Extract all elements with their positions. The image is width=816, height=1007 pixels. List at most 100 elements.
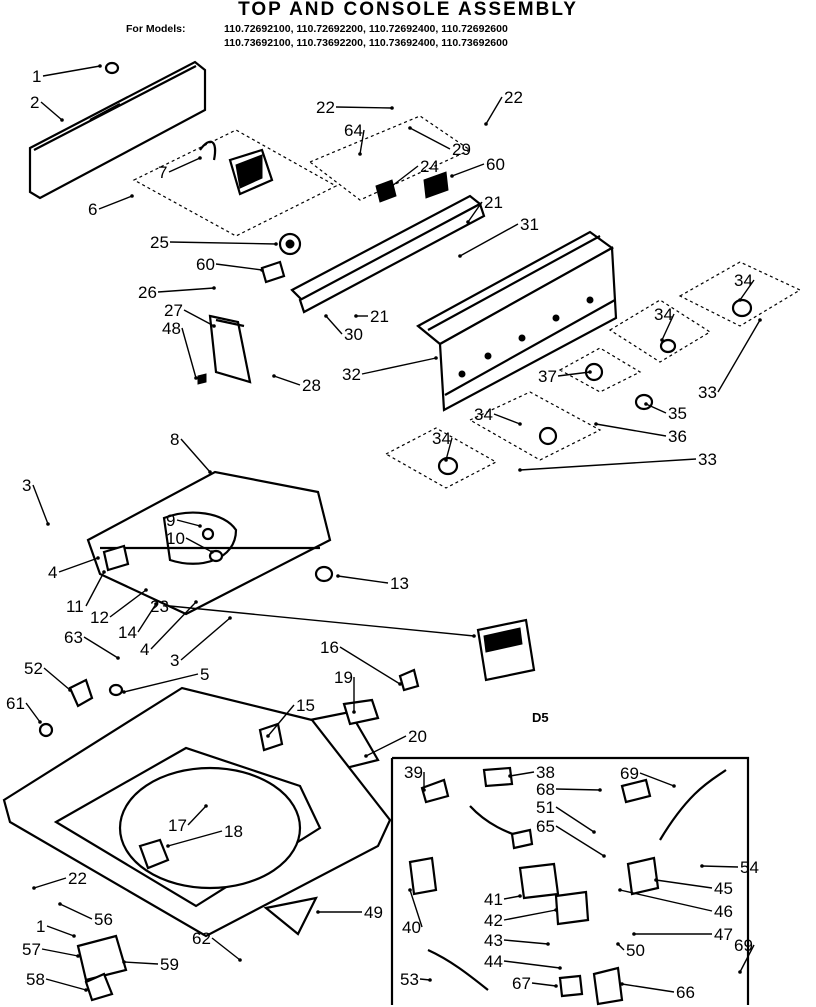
leader-line [180, 617, 231, 661]
leader-line [42, 65, 101, 77]
callout-label: 49 [364, 903, 383, 922]
callout-52: 52 [24, 659, 72, 692]
leader-line [43, 667, 71, 691]
callout-label: 45 [714, 879, 733, 898]
callout-34: 34 [474, 405, 522, 426]
callout-label: 32 [342, 365, 361, 384]
callout-label: 5 [200, 665, 209, 684]
leader-line [531, 982, 557, 987]
leader-arrowhead [484, 122, 488, 126]
callout-label: 37 [538, 367, 557, 386]
leader-arrowhead [358, 152, 362, 156]
callout-label: 34 [734, 271, 753, 290]
callout-label: 9 [166, 511, 175, 530]
callout-33: 33 [698, 318, 762, 402]
callout-label: 10 [166, 529, 185, 548]
callout-label: 11 [66, 597, 84, 616]
callout-label: 61 [6, 694, 25, 713]
callout-36: 36 [594, 422, 687, 446]
leader-arrowhead [434, 356, 438, 360]
callout-label: 27 [164, 301, 183, 320]
leader-arrowhead [672, 784, 676, 788]
callout-label: 41 [484, 890, 503, 909]
leader-line [361, 357, 437, 375]
leader-line [445, 437, 453, 461]
callout-label: 17 [168, 816, 187, 835]
leader-line [59, 903, 93, 920]
leader-arrowhead [508, 774, 512, 778]
callout-50: 50 [616, 941, 645, 960]
leader-line [169, 605, 475, 637]
timer-assembly-box [132, 129, 338, 237]
models-line-2: 110.73692100, 110.73692200, 110.73692400… [224, 37, 508, 49]
callout-label: 68 [536, 780, 555, 799]
callout-58: 58 [26, 970, 88, 992]
callout-62: 62 [192, 929, 242, 962]
leader-arrowhead [210, 550, 214, 554]
callout-35: 35 [644, 402, 687, 423]
leader-arrowhead [238, 958, 242, 962]
leader-arrowhead [466, 220, 470, 224]
inset-kit-box [390, 756, 750, 1006]
leader-line [555, 806, 595, 833]
leader-arrowhead [644, 402, 648, 406]
callout-49: 49 [316, 903, 383, 922]
callout-28: 28 [272, 374, 321, 395]
leader-arrowhead [594, 422, 598, 426]
callout-label: 34 [432, 429, 451, 448]
leader-line [215, 263, 263, 271]
callout-label: 29 [452, 140, 471, 159]
callout-label: 13 [390, 574, 409, 593]
callout-21: 21 [466, 193, 503, 224]
leader-arrowhead [616, 942, 620, 946]
callout-label: 25 [150, 233, 169, 252]
leader-arrowhead [58, 902, 62, 906]
callout-label: 62 [192, 929, 211, 948]
leader-line [359, 129, 365, 155]
callout-44: 44 [484, 952, 562, 971]
leader-line [211, 937, 241, 961]
leader-arrowhead [122, 960, 126, 964]
leader-line [365, 735, 407, 757]
callout-label: 14 [118, 623, 137, 642]
top-lid [86, 470, 334, 616]
leader-line [167, 830, 223, 847]
leader-arrowhead [598, 788, 602, 792]
leader-arrowhead [272, 374, 276, 378]
leader-line [409, 127, 451, 150]
leader-arrowhead [208, 470, 212, 474]
leader-line [555, 788, 601, 791]
leader-line [46, 925, 75, 937]
callout-63: 63 [64, 628, 120, 660]
callout-9: 9 [166, 511, 202, 530]
lower-left-parts [38, 678, 128, 1002]
callout-32: 32 [342, 356, 438, 384]
callout-22: 22 [484, 88, 523, 126]
leader-arrowhead [588, 370, 592, 374]
callout-34: 34 [654, 305, 675, 342]
leader-line [123, 961, 159, 965]
callout-3: 3 [22, 476, 50, 526]
callout-label: 58 [26, 970, 45, 989]
leader-line [267, 704, 295, 737]
callout-label: 48 [162, 319, 181, 338]
leader-arrowhead [390, 106, 394, 110]
leader-arrowhead [166, 844, 170, 848]
callout-label: 8 [170, 430, 179, 449]
callout-label: 52 [24, 659, 43, 678]
callout-label: 2 [30, 93, 39, 112]
callout-20: 20 [364, 727, 427, 758]
leader-arrowhead [758, 318, 762, 322]
leader-arrowhead [518, 894, 522, 898]
leader-line [137, 603, 157, 633]
callout-label: 22 [68, 869, 87, 888]
leader-arrowhead [60, 118, 64, 122]
callout-3: 3 [170, 616, 232, 670]
lid-switch-part-23 [476, 618, 536, 682]
callout-label: 67 [512, 974, 531, 993]
leader-line [409, 889, 423, 928]
callout-1: 1 [36, 917, 76, 938]
leader-line [621, 983, 675, 993]
leader-line [41, 948, 79, 957]
